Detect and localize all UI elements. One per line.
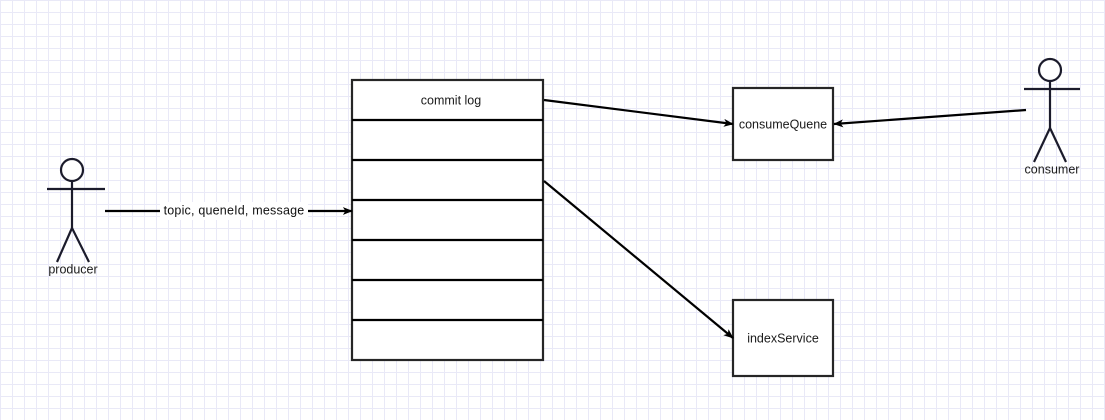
producer-label: producer <box>48 262 97 276</box>
consumer-head-icon <box>1037 57 1063 83</box>
consumer-label: consumer <box>1025 162 1080 176</box>
consume-quene-label: consumeQuene <box>739 117 827 131</box>
node-consume-quene[interactable]: consumeQuene <box>731 86 835 162</box>
index-service-label: indexService <box>747 331 819 345</box>
edge-producer-to-commit-log[interactable]: topic, queneId, message <box>105 202 353 220</box>
commit-log-consume-quene-arrow <box>543 98 734 127</box>
consumer-leg-left <box>1033 127 1051 163</box>
producer-leg-left <box>55 227 74 263</box>
edge-consumer-to-consume-quene[interactable] <box>833 108 1027 128</box>
producer-leg-right <box>71 227 90 263</box>
edge-commit-log-to-index-service[interactable] <box>543 180 734 339</box>
node-commit-log[interactable]: commit log <box>350 78 545 362</box>
consumer-leg-right <box>1049 127 1067 163</box>
producer-edge-label: topic, queneId, message <box>164 203 305 217</box>
producer-edge-label-backdrop <box>160 202 308 220</box>
commit-log-index-service-arrow <box>543 180 734 339</box>
actor-producer[interactable]: producer <box>47 157 105 276</box>
consume-quene-outline <box>731 86 835 162</box>
consumer-consume-quene-arrow <box>833 108 1027 128</box>
producer-head-icon <box>59 157 85 183</box>
edge-commit-log-to-consume-quene[interactable] <box>543 98 734 127</box>
node-index-service[interactable]: indexService <box>731 298 835 378</box>
commit-log-outline <box>350 78 545 362</box>
actor-consumer[interactable]: consumer <box>1024 57 1080 176</box>
commit-log-label: commit log <box>421 93 481 107</box>
